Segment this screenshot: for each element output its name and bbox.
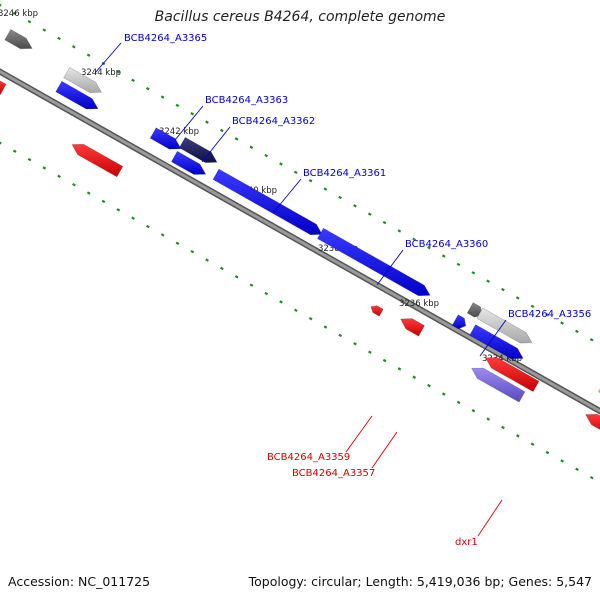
gene-leader-line bbox=[376, 249, 404, 286]
map-title: Bacillus cereus B4264, complete genome bbox=[154, 9, 446, 25]
gene-bar[interactable] bbox=[469, 324, 524, 360]
backbone-line bbox=[0, 69, 600, 413]
gene-bar[interactable] bbox=[451, 314, 467, 330]
gene-bar[interactable] bbox=[71, 143, 124, 178]
gene-leader-line bbox=[174, 105, 204, 141]
gene-leader-line bbox=[477, 499, 503, 537]
gene-bar[interactable] bbox=[149, 127, 182, 150]
gene-bar[interactable] bbox=[316, 227, 431, 297]
gene-bar[interactable] bbox=[55, 80, 99, 110]
gene-leader-line bbox=[371, 431, 398, 469]
gene-bar[interactable] bbox=[4, 28, 33, 50]
gene-bar[interactable] bbox=[212, 168, 323, 236]
ruler-label: 3234 kbp bbox=[482, 354, 522, 364]
ruler-label: 3242 kbp bbox=[159, 127, 199, 137]
gene-leader-line bbox=[345, 415, 373, 453]
accession-text: Accession: NC_011725 bbox=[8, 574, 151, 589]
ruler-label: 3236 kbp bbox=[399, 299, 439, 309]
gene-label[interactable]: BCB4264_A3362 bbox=[232, 116, 315, 127]
gene-label[interactable]: BCB4264_A3365 bbox=[124, 33, 207, 44]
gene-bar[interactable] bbox=[0, 79, 7, 96]
gene-leader-line bbox=[272, 178, 302, 214]
topology-text: Topology: circular; Length: 5,419,036 bp… bbox=[248, 574, 592, 589]
gene-label[interactable]: BCB4264_A3361 bbox=[303, 168, 386, 179]
gene-leader-line bbox=[94, 42, 122, 74]
gene-bar[interactable] bbox=[370, 305, 384, 317]
gene-label[interactable]: BCB4264_A3360 bbox=[405, 239, 488, 250]
gene-label[interactable]: BCB4264_A3359 bbox=[267, 452, 350, 463]
gene-label[interactable]: BCB4264_A3356 bbox=[508, 309, 591, 320]
gene-label[interactable]: BCB4264_A3357 bbox=[292, 468, 375, 479]
gene-label[interactable]: dxr1 bbox=[455, 537, 478, 548]
gene-bar[interactable] bbox=[484, 357, 540, 393]
gene-bar[interactable] bbox=[476, 307, 533, 344]
ruler-label: 3244 kbp bbox=[81, 68, 121, 78]
gene-bar[interactable] bbox=[63, 66, 103, 93]
gene-bar[interactable] bbox=[400, 318, 425, 337]
gene-bar[interactable] bbox=[178, 136, 218, 163]
gene-bar[interactable] bbox=[170, 150, 207, 175]
gene-bar[interactable] bbox=[585, 413, 600, 434]
gene-leader-line bbox=[479, 319, 507, 357]
ruler-label: 3246 kbp bbox=[0, 9, 38, 19]
gene-bar[interactable] bbox=[471, 367, 526, 403]
gene-label[interactable]: BCB4264_A3363 bbox=[205, 95, 288, 106]
gene-leader-line bbox=[201, 126, 231, 163]
